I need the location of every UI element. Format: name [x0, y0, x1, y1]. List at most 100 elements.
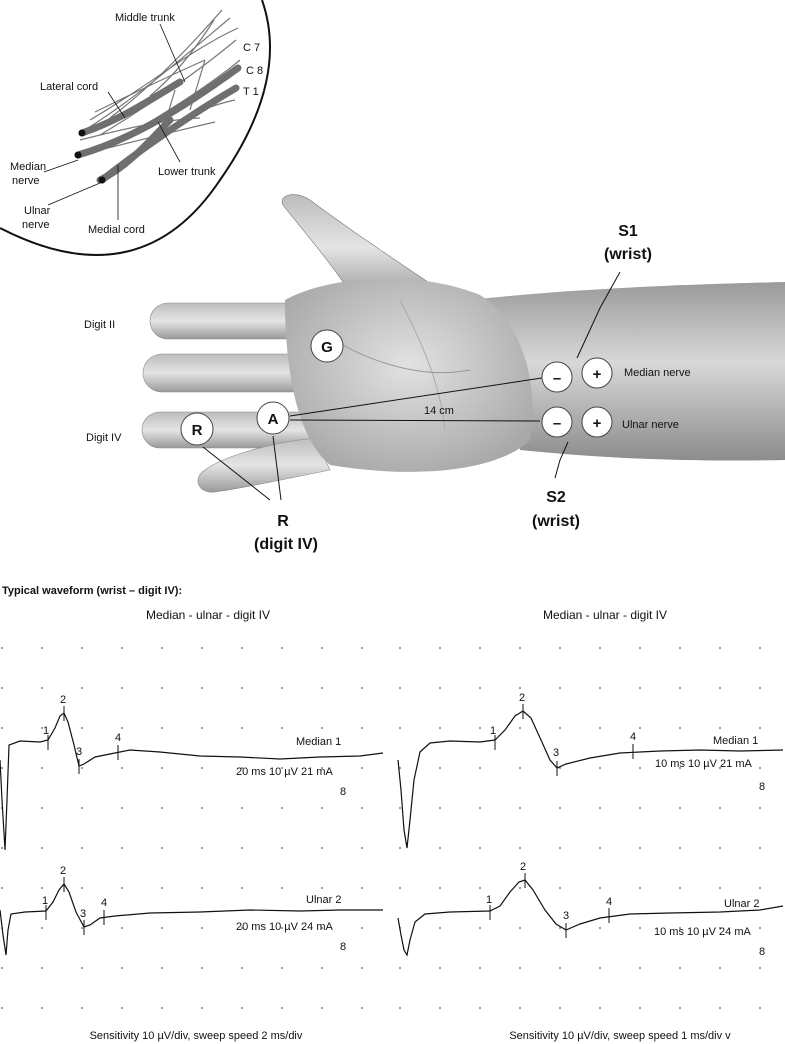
grid-dot — [719, 847, 721, 849]
grid-dot — [361, 767, 363, 769]
grid-dot — [121, 647, 123, 649]
grid-dot — [1, 687, 3, 689]
grid-dot — [281, 647, 283, 649]
grid-dot — [201, 687, 203, 689]
grid-dot — [1, 1007, 3, 1009]
grid-dot — [281, 767, 283, 769]
label-middle-trunk: Middle trunk — [115, 12, 175, 24]
grid-dot — [399, 967, 401, 969]
grid-dot — [479, 1007, 481, 1009]
grid-dot — [281, 967, 283, 969]
grid-dot — [439, 767, 441, 769]
s2-plus-electrode: + — [581, 406, 613, 438]
grid-dot — [121, 927, 123, 929]
grid-dot — [361, 1007, 363, 1009]
left-median-trace: 1 2 3 4 Median 1 20 ms 10 µV 21 mA 8 — [0, 694, 384, 851]
grid-dot — [519, 847, 521, 849]
label-t1: T 1 — [243, 86, 259, 98]
grid-dot — [241, 1007, 243, 1009]
brachial-plexus-inset: Middle trunk C 7 C 8 T 1 Lateral cord Me… — [0, 0, 271, 256]
svg-text:–: – — [553, 370, 561, 387]
grid-dot — [161, 887, 163, 889]
right-ulnar-peak-4: 4 — [606, 896, 612, 908]
grid-dot — [679, 967, 681, 969]
grid-dot — [201, 847, 203, 849]
grid-dot — [121, 687, 123, 689]
grid-dot — [161, 927, 163, 929]
grid-dot — [439, 967, 441, 969]
left-ulnar-peak-1: 1 — [42, 895, 48, 907]
grid-dot — [201, 1007, 203, 1009]
electrode-a-label: A — [268, 411, 279, 428]
grid-dot — [321, 727, 323, 729]
left-median-count: 8 — [340, 786, 346, 798]
grid-dot — [1, 647, 3, 649]
grid-dot — [639, 967, 641, 969]
grid-dot — [81, 687, 83, 689]
grid-dot — [679, 847, 681, 849]
digit-v-finger — [197, 437, 331, 493]
grid-dot — [399, 767, 401, 769]
grid-dot — [121, 727, 123, 729]
right-ulnar-settings: 10 ms 10 µV 24 mA — [654, 926, 751, 938]
grid-dot — [241, 807, 243, 809]
grid-dot — [321, 887, 323, 889]
label-s2-wrist: (wrist) — [532, 513, 580, 530]
grid-dot — [121, 807, 123, 809]
left-panel-title: Median - ulnar - digit IV — [146, 608, 270, 622]
palm — [285, 278, 533, 472]
grid-dot — [599, 727, 601, 729]
grid-dot — [161, 687, 163, 689]
grid-dot — [241, 647, 243, 649]
grid-dot — [201, 927, 203, 929]
grid-dot — [639, 807, 641, 809]
right-ulnar-count: 8 — [759, 946, 765, 958]
grid-dot — [519, 1007, 521, 1009]
grid-dot — [719, 767, 721, 769]
grid-dot — [361, 967, 363, 969]
grid-dot — [281, 1007, 283, 1009]
grid-dot — [41, 887, 43, 889]
grid-dot — [679, 687, 681, 689]
left-median-peak-3: 3 — [76, 746, 82, 758]
grid-dot — [559, 767, 561, 769]
grid-dot — [719, 967, 721, 969]
grid-dot — [241, 927, 243, 929]
grid-dot — [41, 767, 43, 769]
grid-dot — [759, 647, 761, 649]
grid-dot — [361, 687, 363, 689]
label-median-nerve: Median nerve — [624, 367, 691, 379]
svg-text:–: – — [553, 415, 561, 432]
grid-dot — [241, 727, 243, 729]
grid-dot — [1, 887, 3, 889]
grid-dot — [41, 927, 43, 929]
s1-minus-electrode: – — [541, 361, 573, 393]
right-ulnar-peak-2: 2 — [520, 861, 526, 873]
grid-dot — [759, 807, 761, 809]
grid-dot — [81, 767, 83, 769]
grid-dot — [639, 647, 641, 649]
label-s1: S1 — [618, 223, 638, 240]
grid-dot — [41, 727, 43, 729]
grid-dot — [201, 807, 203, 809]
grid-dot — [519, 967, 521, 969]
hand-illustration: G A R – + – + Digit II Digit IV S1 — [84, 194, 785, 553]
electrode-r: R — [180, 412, 214, 446]
right-panel-footer: Sensitivity 10 µV/div, sweep speed 1 ms/… — [509, 1030, 731, 1042]
left-median-peak-2: 2 — [60, 694, 66, 706]
grid-dot — [399, 807, 401, 809]
grid-dot — [639, 1007, 641, 1009]
grid-dot — [599, 647, 601, 649]
grid-dot — [719, 887, 721, 889]
grid-dot — [161, 847, 163, 849]
right-ulnar-trace: 1 2 3 4 Ulnar 2 10 ms 10 µV 24 mA 8 — [397, 861, 784, 958]
plexus-thick-nerves — [74, 64, 242, 184]
grid-dot — [639, 847, 641, 849]
grid-dot — [321, 967, 323, 969]
grid-dot — [281, 807, 283, 809]
grid-dot — [321, 767, 323, 769]
grid-dot — [1, 847, 3, 849]
right-ulnar-peak-3: 3 — [563, 910, 569, 922]
grid-dot — [201, 967, 203, 969]
